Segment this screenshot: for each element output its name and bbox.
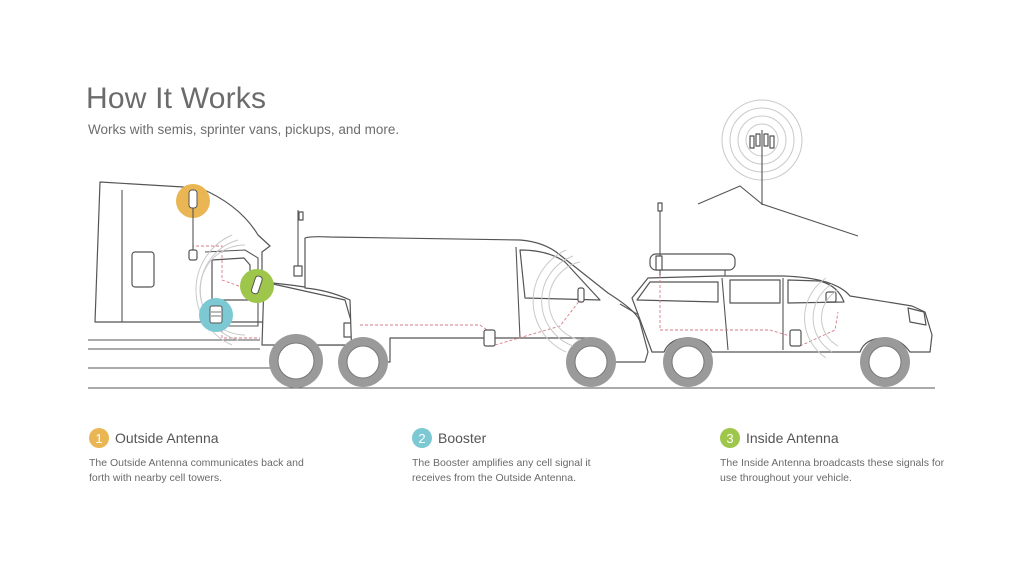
inside-antenna-marker [240, 269, 274, 303]
step-number-badge: 3 [720, 428, 740, 448]
step-booster: 2 Booster The Booster amplifies any cell… [412, 427, 652, 486]
booster-device-pickup [789, 329, 802, 347]
outside-antenna-marker [176, 184, 210, 261]
booster-device-van [483, 329, 496, 347]
step-outside-antenna: 1 Outside Antenna The Outside Antenna co… [89, 427, 329, 486]
page-title: How It Works [86, 82, 267, 115]
step-inside-antenna: 3 Inside Antenna The Inside Antenna broa… [720, 427, 960, 486]
step-description: The Outside Antenna communicates back an… [89, 457, 304, 484]
step-number-badge: 1 [89, 428, 109, 448]
signal-waves [195, 234, 839, 359]
step-title: Outside Antenna [115, 430, 219, 446]
sprinter-van [304, 236, 649, 387]
semi-truck [88, 181, 359, 388]
step-title: Inside Antenna [746, 430, 839, 446]
step-description: The Booster amplifies any cell signal it… [412, 457, 591, 484]
page-subtitle: Works with semis, sprinter vans, pickups… [88, 122, 400, 137]
pickup-truck [631, 202, 933, 387]
cell-tower-icon [697, 99, 859, 237]
booster-marker [199, 298, 233, 332]
step-number-badge: 2 [412, 428, 432, 448]
step-title: Booster [438, 430, 487, 446]
step-description: The Inside Antenna broadcasts these sign… [720, 457, 945, 484]
